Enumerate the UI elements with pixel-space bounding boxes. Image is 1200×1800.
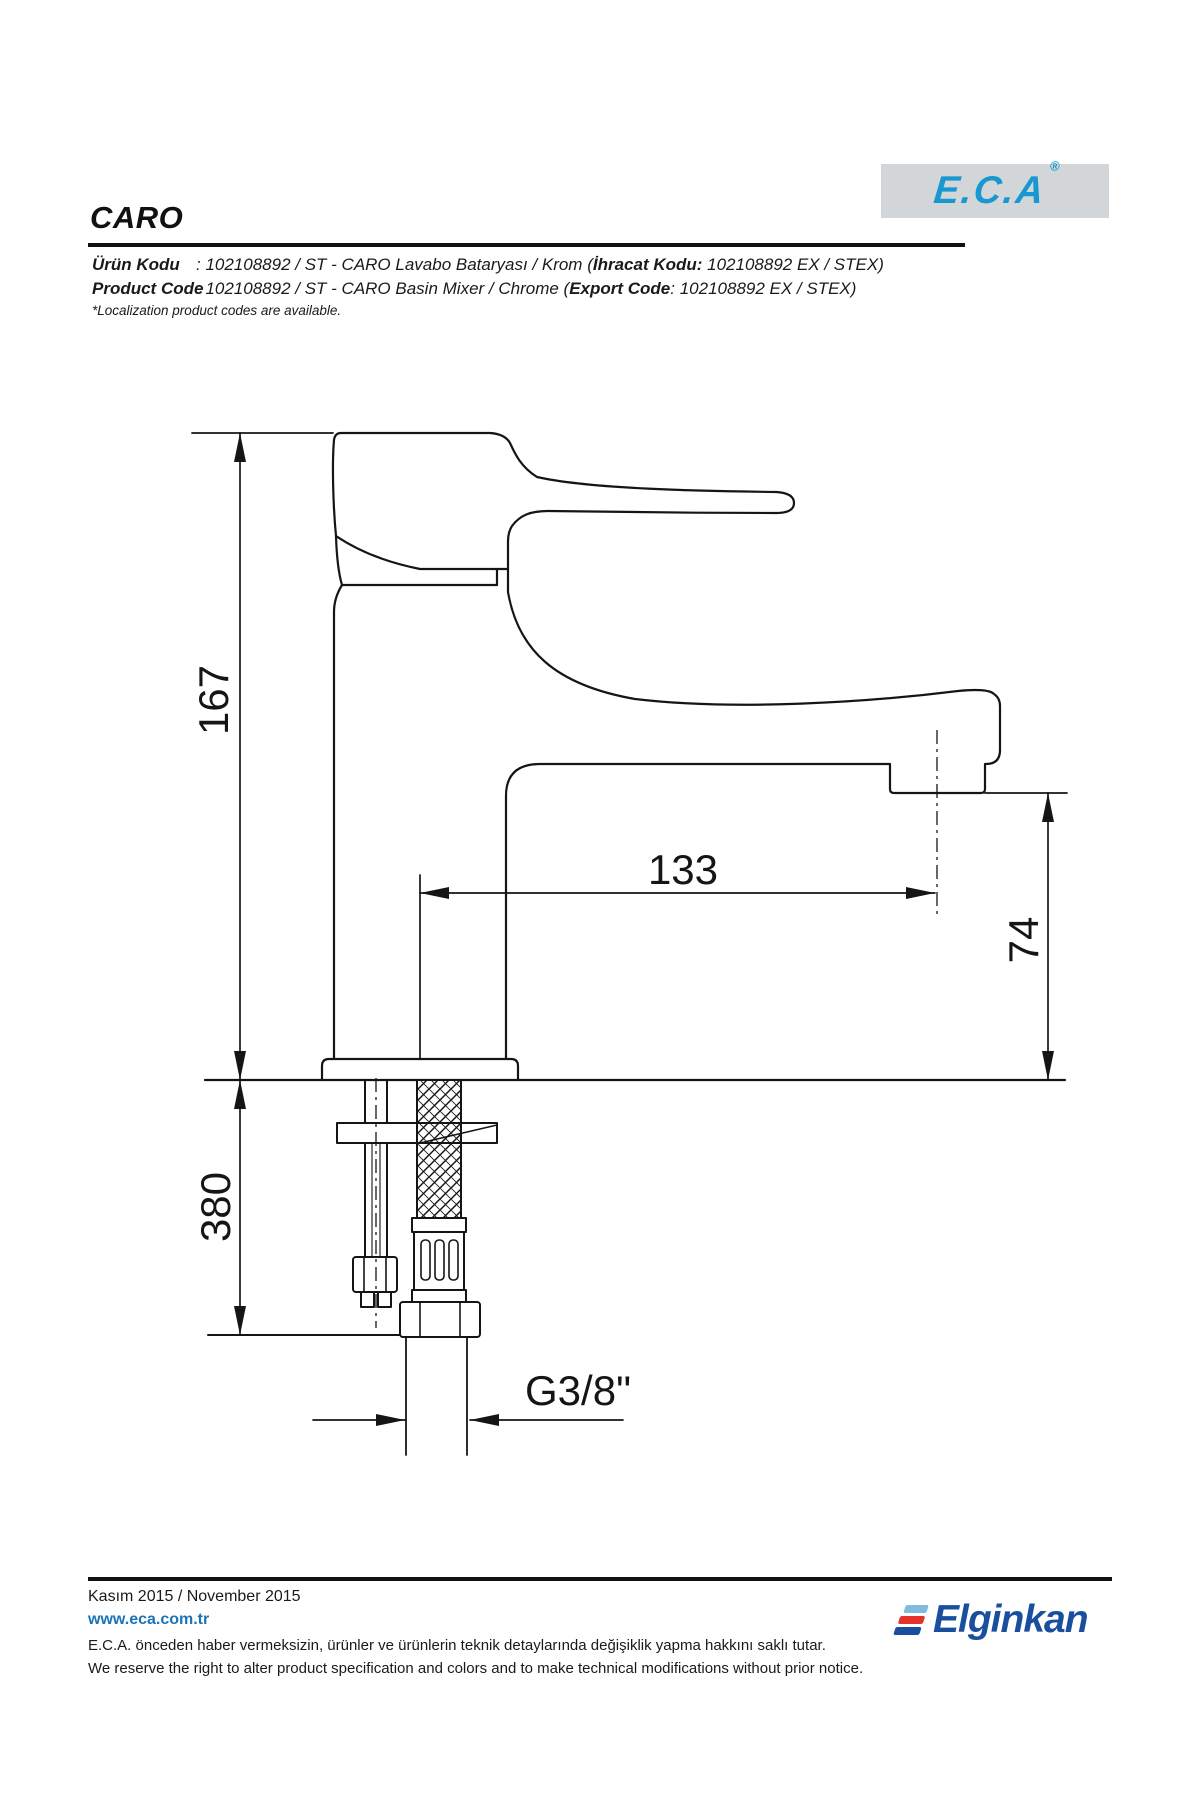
elginkan-e-icon	[893, 1604, 929, 1635]
footer-date: Kasım 2015 / November 2015	[88, 1588, 301, 1605]
center-lines	[375, 730, 938, 1328]
elginkan-logo-text: Elginkan	[933, 1598, 1089, 1641]
eca-logo: E.C.A®	[881, 158, 1109, 218]
dimension-lines	[207, 432, 1068, 1421]
header-divider	[88, 243, 965, 247]
dim-connection-thread: G3/8"	[525, 1367, 631, 1414]
product-code-line-tr: Ürün Kodu: 102108892 / ST - CARO Lavabo …	[92, 255, 884, 274]
disclaimer-turkish: E.C.A. önceden haber vermeksizin, ürünle…	[88, 1637, 826, 1654]
dim-spout-reach: 133	[648, 846, 718, 893]
mounting-hardware	[336, 1079, 498, 1456]
dimension-arrows	[234, 433, 1054, 1426]
dimension-labels: 167 380 133 74 G3/8"	[190, 665, 1047, 1414]
dim-outlet-height: 74	[1000, 917, 1047, 964]
dim-total-height: 167	[190, 665, 237, 735]
faucet-outline	[191, 431, 1067, 1082]
website-link[interactable]: www.eca.com.tr	[88, 1611, 210, 1628]
footer-divider	[88, 1577, 1112, 1581]
localization-note: *Localization product codes are availabl…	[92, 303, 342, 318]
disclaimer-english: We reserve the right to alter product sp…	[88, 1660, 864, 1677]
elginkan-logo: Elginkan	[893, 1598, 1089, 1641]
dim-hose-length: 380	[192, 1172, 239, 1242]
page-title: CARO	[90, 200, 184, 235]
product-codes: Ürün Kodu: 102108892 / ST - CARO Lavabo …	[92, 253, 884, 301]
product-code-line-en: Product Code: 102108892 / ST - CARO Basi…	[92, 279, 857, 298]
